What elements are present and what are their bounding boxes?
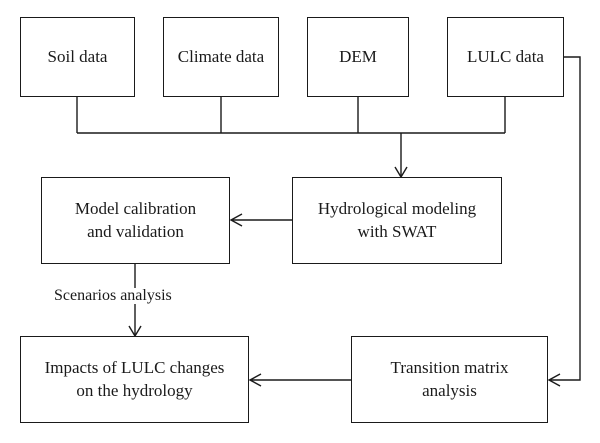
transition-matrix-box: Transition matrix analysis <box>351 336 548 423</box>
scenarios-analysis-label: Scenarios analysis <box>54 287 172 304</box>
climate-data-box: Climate data <box>163 17 279 97</box>
lulc-to-transition-line <box>550 56 581 381</box>
transition-to-impacts-arrowhead <box>248 373 262 387</box>
soil-data-box: Soil data <box>20 17 135 97</box>
lulc-data-box: LULC data <box>447 17 564 97</box>
model-calibration-box: Model calibration and validation <box>41 177 230 264</box>
lulc-to-transition-arrowhead <box>547 373 561 387</box>
hydro-to-calib-arrowhead <box>229 213 243 227</box>
dem-box: DEM <box>307 17 409 97</box>
hydrological-modeling-box: Hydrological modeling with SWAT <box>292 177 502 264</box>
impacts-box: Impacts of LULC changes on the hydrology <box>20 336 249 423</box>
